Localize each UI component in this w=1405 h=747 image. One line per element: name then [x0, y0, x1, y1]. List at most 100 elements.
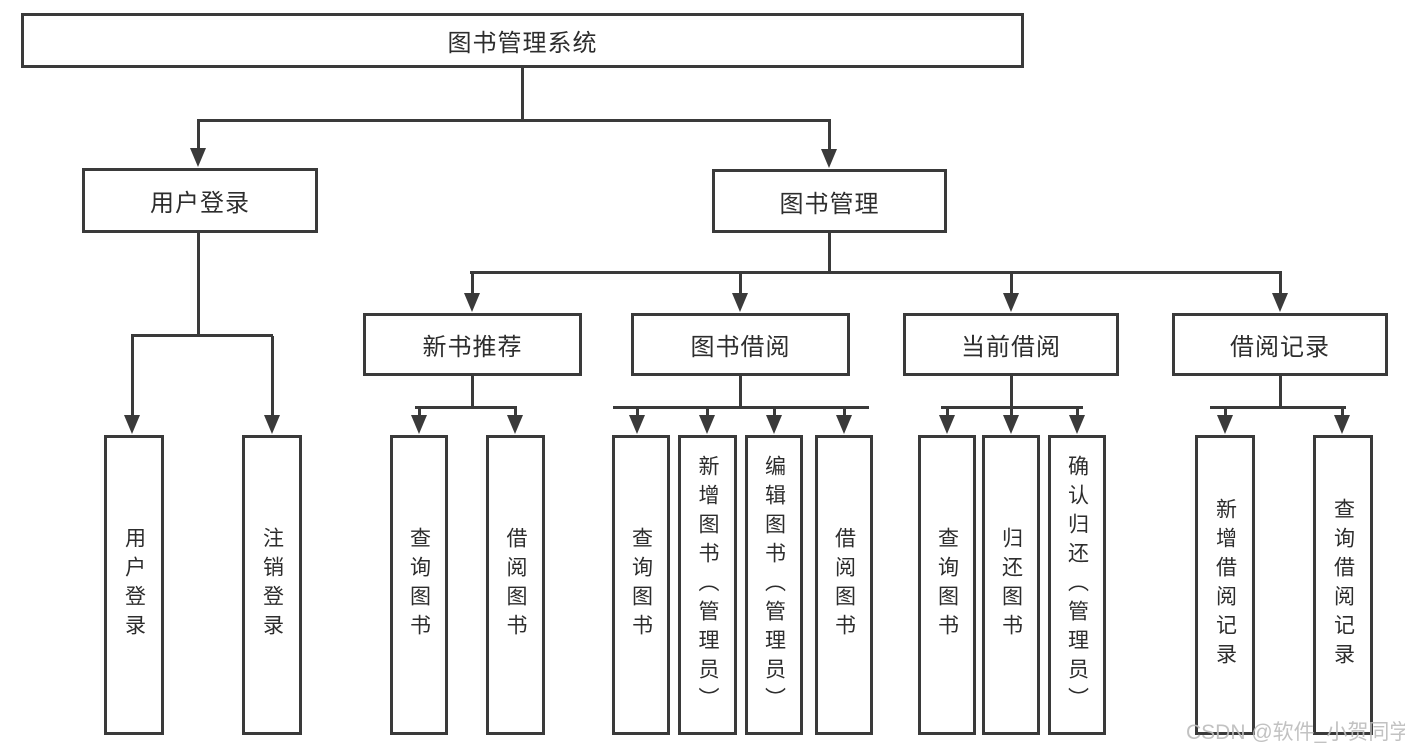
- arrow-shaft: [842, 408, 846, 418]
- leaf-logout: 注销登录: [242, 435, 302, 735]
- arrow-shaft: [1340, 408, 1344, 418]
- leaf-borrow-books-borrowing-label: 借阅图书: [832, 527, 856, 643]
- leaf-query-books-recommend: 查询图书: [390, 435, 448, 735]
- arrow-head: [1068, 415, 1085, 434]
- leaf-borrow-books-recommend: 借阅图书: [486, 435, 545, 735]
- arrow-head: [731, 293, 748, 312]
- leaf-borrow-books-recommend-label: 借阅图书: [504, 527, 527, 643]
- arrow-shaft: [1009, 408, 1013, 418]
- arrow-shaft: [1278, 273, 1282, 296]
- arrow-shaft: [772, 408, 776, 418]
- arrow-down-icon: [1002, 273, 1020, 312]
- leaf-return-books: 归还图书: [982, 435, 1040, 735]
- connector-hline: [941, 406, 1083, 409]
- arrow-down-icon: [628, 408, 646, 434]
- connector-hline: [613, 406, 869, 409]
- connector-hline: [131, 334, 273, 337]
- arrow-down-icon: [189, 121, 207, 167]
- node-book-management-label: 图书管理: [779, 190, 880, 218]
- leaf-query-books-borrowing-label: 查询图书: [629, 527, 653, 643]
- leaf-logout-label: 注销登录: [260, 527, 284, 643]
- node-current-borrowing: 当前借阅: [903, 313, 1119, 376]
- arrow-head: [698, 415, 715, 434]
- connector-hline: [1210, 406, 1346, 409]
- leaf-query-books-current-label: 查询图书: [935, 527, 959, 643]
- node-borrowing-records-label: 借阅记录: [1230, 334, 1330, 361]
- arrow-down-icon: [698, 408, 716, 434]
- arrow-head: [506, 415, 523, 434]
- node-borrowing-records: 借阅记录: [1172, 313, 1388, 376]
- arrow-head: [820, 149, 837, 168]
- arrow-shaft: [1075, 408, 1079, 418]
- arrow-shaft: [827, 121, 831, 152]
- arrow-down-icon: [835, 408, 853, 434]
- arrow-shaft: [738, 273, 742, 296]
- leaf-add-book-admin: 新增图书（管理员）: [678, 435, 737, 735]
- arrow-head: [628, 415, 645, 434]
- leaf-confirm-return-admin-label: 确认归还（管理员）: [1065, 454, 1089, 716]
- arrow-down-icon: [1216, 408, 1234, 434]
- leaf-confirm-return-admin: 确认归还（管理员）: [1048, 435, 1106, 735]
- leaf-add-borrow-record: 新增借阅记录: [1195, 435, 1255, 735]
- arrow-head: [189, 148, 206, 167]
- arrow-down-icon: [1068, 408, 1086, 434]
- arrow-down-icon: [463, 273, 481, 312]
- connector-hline: [415, 406, 517, 409]
- leaf-edit-book-admin: 编辑图书（管理员）: [745, 435, 803, 735]
- connector-vline: [1009, 376, 1013, 409]
- node-book-borrowing: 图书借阅: [631, 313, 850, 376]
- node-book-management: 图书管理: [712, 169, 947, 233]
- leaf-user-login-label: 用户登录: [122, 527, 146, 643]
- connector-hline: [470, 271, 1282, 274]
- leaf-query-books-recommend-label: 查询图书: [407, 527, 431, 643]
- arrow-down-icon: [938, 408, 956, 434]
- arrow-head: [1216, 415, 1233, 434]
- arrow-head: [938, 415, 955, 434]
- connector-vline: [827, 233, 831, 273]
- node-book-borrowing-label: 图书借阅: [690, 334, 791, 361]
- node-user-login: 用户登录: [82, 168, 318, 233]
- leaf-query-books-borrowing: 查询图书: [612, 435, 670, 735]
- connector-vline: [738, 376, 742, 409]
- arrow-head: [1002, 415, 1019, 434]
- connector-vline: [196, 233, 200, 336]
- arrow-head: [765, 415, 782, 434]
- arrow-head: [463, 293, 480, 312]
- node-new-book-recommendation-label: 新书推荐: [422, 334, 523, 361]
- arrow-shaft: [1223, 408, 1227, 418]
- arrow-shaft: [513, 408, 517, 418]
- node-library-management-system-label: 图书管理系统: [447, 30, 598, 57]
- leaf-edit-book-admin-label: 编辑图书（管理员）: [762, 454, 786, 716]
- arrow-shaft: [196, 121, 200, 151]
- arrow-down-icon: [506, 408, 524, 434]
- leaf-query-borrow-record: 查询借阅记录: [1313, 435, 1373, 735]
- leaf-add-book-admin-label: 新增图书（管理员）: [696, 454, 719, 716]
- node-new-book-recommendation: 新书推荐: [363, 313, 582, 376]
- arrow-down-icon: [123, 336, 141, 434]
- node-current-borrowing-label: 当前借阅: [961, 334, 1061, 361]
- leaf-return-books-label: 归还图书: [999, 527, 1023, 643]
- node-user-login-label: 用户登录: [150, 190, 250, 217]
- node-library-management-system: 图书管理系统: [21, 13, 1024, 68]
- arrow-shaft: [270, 336, 274, 418]
- arrow-shaft: [470, 273, 474, 296]
- leaf-borrow-books-borrowing: 借阅图书: [815, 435, 873, 735]
- leaf-query-borrow-record-label: 查询借阅记录: [1331, 498, 1355, 672]
- arrow-down-icon: [263, 336, 281, 434]
- arrow-down-icon: [1271, 273, 1289, 312]
- arrow-head: [1002, 293, 1019, 312]
- arrow-down-icon: [1333, 408, 1351, 434]
- arrow-shaft: [635, 408, 639, 418]
- arrow-down-icon: [765, 408, 783, 434]
- arrow-down-icon: [731, 273, 749, 312]
- arrow-head: [835, 415, 852, 434]
- arrow-head: [1271, 293, 1288, 312]
- connector-vline: [520, 68, 524, 121]
- arrow-shaft: [417, 408, 421, 418]
- connector-hline: [197, 119, 831, 122]
- arrow-shaft: [945, 408, 949, 418]
- arrow-head: [1333, 415, 1350, 434]
- connector-vline: [470, 376, 474, 409]
- leaf-user-login: 用户登录: [104, 435, 164, 735]
